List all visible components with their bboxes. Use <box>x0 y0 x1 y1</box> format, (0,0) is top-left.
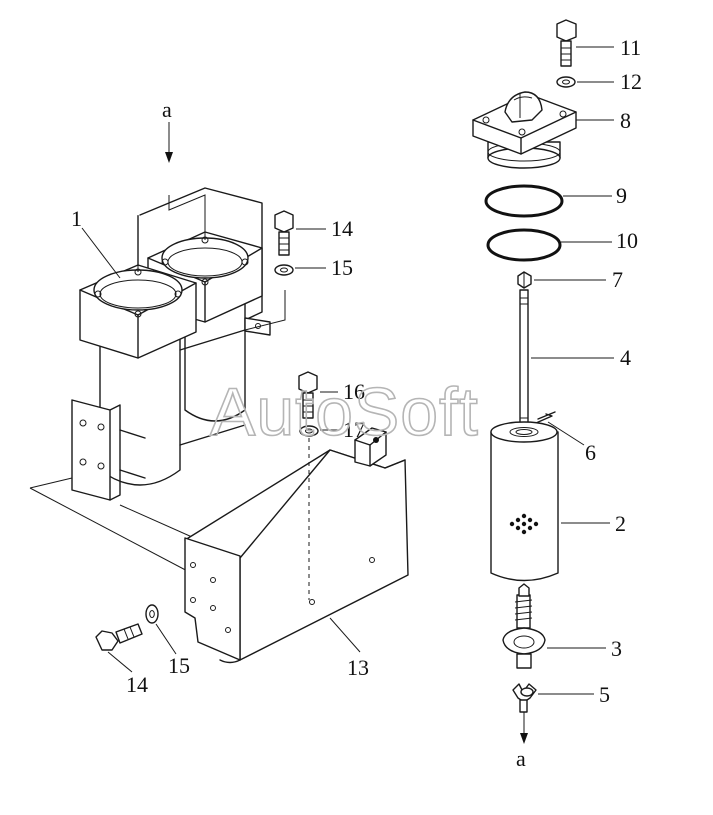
callout-1: 1 <box>71 206 82 231</box>
callout-14-bottom: 14 <box>126 672 148 697</box>
bolt-14-bottom: 14 <box>95 623 148 697</box>
reference-arrow-a-bottom: a <box>516 712 528 771</box>
callout-13: 13 <box>347 655 369 680</box>
callout-10: 10 <box>616 228 638 253</box>
ref-label-a-bottom: a <box>516 746 526 771</box>
wing-nut-5: 5 <box>512 682 610 713</box>
callout-16: 16 <box>343 379 365 404</box>
callout-9: 9 <box>616 183 627 208</box>
callout-5: 5 <box>599 682 610 707</box>
callout-15-bottom: 15 <box>168 653 190 678</box>
filter-element-2: 2 <box>490 421 626 582</box>
callout-4: 4 <box>620 345 631 370</box>
callout-6: 6 <box>585 440 596 465</box>
filter-housing-part-1 <box>71 187 271 501</box>
callout-11: 11 <box>620 35 641 60</box>
callout-14-top: 14 <box>331 216 353 241</box>
bolt-11: 11 <box>556 19 641 67</box>
filter-head-part-8: 8 <box>472 91 631 169</box>
callout-1-group: 1 <box>71 206 121 279</box>
drain-valve-3: 3 <box>502 583 622 669</box>
nut-7: 7 <box>517 267 623 292</box>
o-ring-9: 9 <box>484 183 627 218</box>
bolt-16: 16 <box>298 371 365 419</box>
center-rod-4: 4 <box>519 289 631 431</box>
washer-15-bottom: 15 <box>145 604 190 678</box>
ref-label-a-top: a <box>162 97 172 122</box>
bolt-14-top: 14 <box>274 210 353 256</box>
callout-8: 8 <box>620 108 631 133</box>
callout-2: 2 <box>615 511 626 536</box>
washer-12: 12 <box>556 69 642 94</box>
washer-15-top: 15 <box>274 255 353 280</box>
clip-6: 6 <box>535 411 596 465</box>
callout-3: 3 <box>611 636 622 661</box>
callout-12: 12 <box>620 69 642 94</box>
watermark-text: AutoSoft <box>210 374 479 450</box>
reference-arrow-a-top: a <box>137 97 206 272</box>
callout-17: 17 <box>343 417 365 442</box>
callout-7: 7 <box>612 267 623 292</box>
washer-17: 17 <box>299 417 365 600</box>
mounting-bracket-part-13: 13 <box>184 427 409 680</box>
o-ring-10: 10 <box>486 228 638 262</box>
callout-15-top: 15 <box>331 255 353 280</box>
